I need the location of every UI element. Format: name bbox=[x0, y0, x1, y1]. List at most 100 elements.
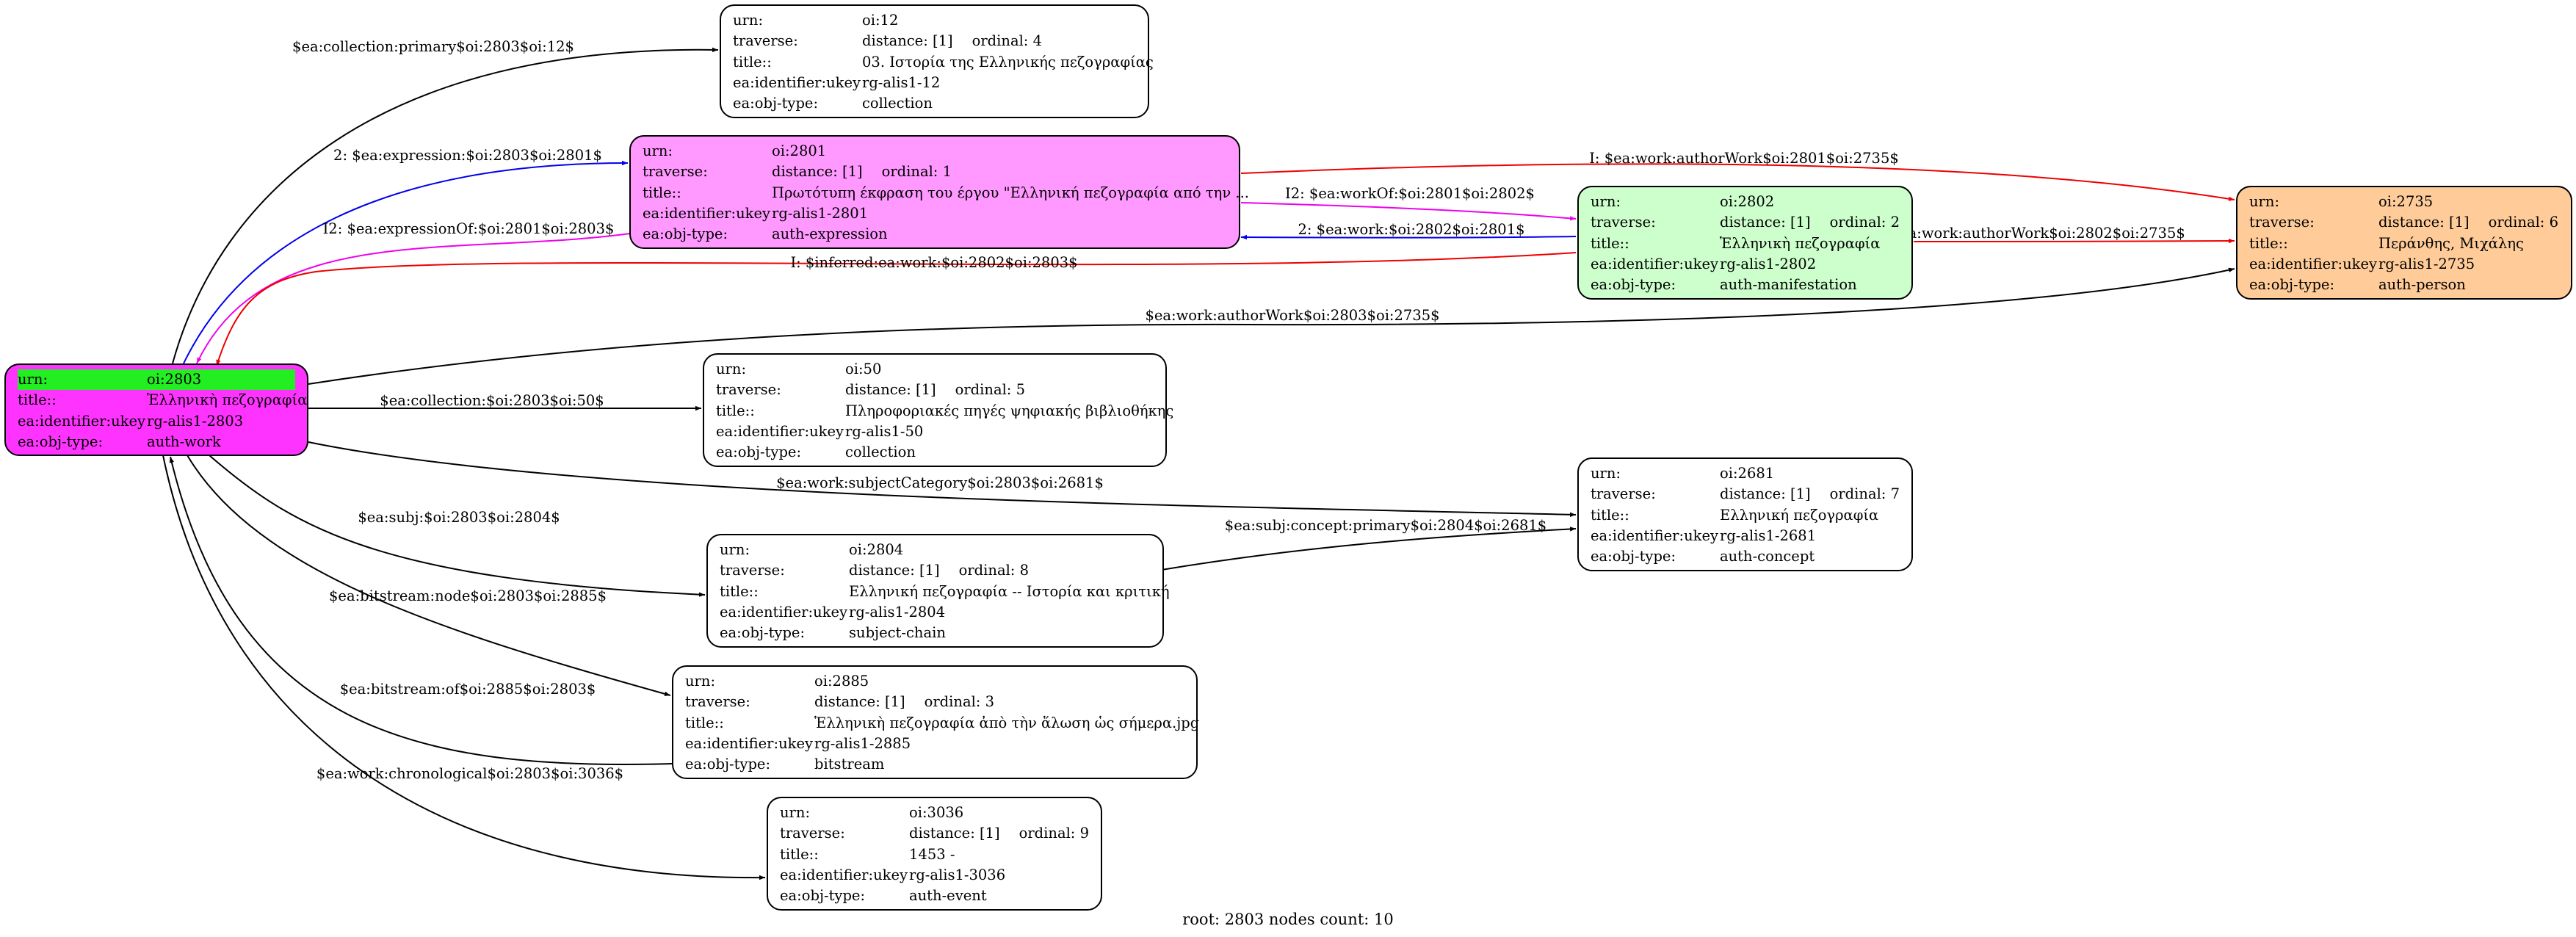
node-key: ea:identifier:ukey bbox=[720, 603, 847, 621]
node-urn: oi:50 bbox=[845, 361, 882, 377]
node-urn: oi:2804 bbox=[849, 541, 904, 558]
node-ukey: rg-alis1-3036 bbox=[909, 866, 1006, 883]
node-ordinal: ordinal: 1 bbox=[881, 163, 952, 181]
node-title-row: title::Ἑλληνικὴ πεζογραφία bbox=[18, 390, 307, 410]
node-key: traverse: bbox=[685, 693, 750, 711]
node-2801[interactable]: urn:oi:2801 traverse:distance: [1]ordina… bbox=[629, 135, 1249, 249]
edge-label: $ea:collection:primary$oi:2803$oi:12$ bbox=[292, 38, 574, 55]
edge-label: $ea:work:subjectCategory$oi:2803$oi:2681… bbox=[776, 474, 1104, 491]
edge-expression: 2: $ea:expression:$oi:2803$oi:2801$ bbox=[183, 147, 629, 364]
node-key: ea:obj-type: bbox=[733, 95, 819, 112]
node-title: Ελληνική πεζογραφία bbox=[1720, 506, 1879, 524]
node-key: title:: bbox=[18, 391, 57, 409]
node-distance: distance: [1] bbox=[2378, 214, 2470, 231]
node-title: Πληροφοριακές πηγές ψηφιακής βιβλιοθήκης bbox=[845, 402, 1174, 419]
node-distance: distance: [1] bbox=[909, 825, 1000, 842]
edge-label: $ea:bitstream:of$oi:2885$oi:2803$ bbox=[340, 681, 596, 698]
node-key: title:: bbox=[716, 402, 755, 419]
node-50[interactable]: urn:oi:50 traverse:distance: [1]ordinal:… bbox=[703, 353, 1173, 467]
node-objtype: auth-work bbox=[147, 433, 221, 450]
node-traverse: distance: [1]ordinal: 1 bbox=[772, 162, 952, 182]
edge-label: $ea:subj:$oi:2803$oi:2804$ bbox=[358, 509, 560, 526]
node-ukey: rg-alis1-2804 bbox=[849, 603, 946, 621]
edge-label: $ea:work:chronological$oi:2803$oi:3036$ bbox=[316, 765, 623, 782]
node-title: 1453 - bbox=[909, 845, 955, 863]
node-urn: oi:3036 bbox=[909, 804, 964, 821]
edge-chronological: $ea:work:chronological$oi:2803$oi:3036$ bbox=[162, 455, 766, 880]
node-key: title:: bbox=[2249, 234, 2288, 252]
node-key: urn: bbox=[18, 371, 48, 388]
edge-work: 2: $ea:work:$oi:2802$oi:2801$ bbox=[1240, 221, 1577, 240]
node-traverse: distance: [1]ordinal: 9 bbox=[909, 823, 1089, 844]
node-key: traverse: bbox=[733, 32, 798, 50]
edge-collection-primary: $ea:collection:primary$oi:2803$oi:12$ bbox=[172, 38, 719, 364]
node-2803-root[interactable]: urn: oi:2803 title::Ἑλληνικὴ πεζογραφία e… bbox=[4, 363, 308, 456]
edge-subj: $ea:subj:$oi:2803$oi:2804$ bbox=[209, 455, 706, 597]
node-title: Ελληνική πεζογραφία -- Ιστορία και κριτι… bbox=[849, 582, 1170, 600]
node-ukey: rg-alis1-2803 bbox=[147, 412, 244, 430]
node-key: ea:identifier:ukey bbox=[643, 204, 770, 222]
node-key: urn: bbox=[685, 673, 716, 690]
node-urn: oi:2735 bbox=[2378, 193, 2434, 210]
node-key: ea:identifier:ukey bbox=[18, 412, 145, 430]
node-2735[interactable]: urn:oi:2735 traverse:distance: [1]ordina… bbox=[2236, 186, 2572, 300]
node-traverse: distance: [1] ordinal: 4 bbox=[862, 31, 1042, 51]
edge-label: I2: $ea:expressionOf:$oi:2801$oi:2803$ bbox=[323, 220, 615, 237]
node-key: urn: bbox=[643, 142, 673, 159]
node-objtype: collection bbox=[845, 444, 916, 461]
node-distance: distance: [1] bbox=[814, 693, 905, 711]
node-2885[interactable]: urn:oi:2885 traverse:distance: [1]ordina… bbox=[672, 665, 1200, 779]
node-key: ea:obj-type: bbox=[18, 433, 104, 450]
node-key: title:: bbox=[685, 714, 724, 731]
node-ukey: rg-alis1-2681 bbox=[1720, 527, 1817, 544]
node-urn: oi:2885 bbox=[814, 673, 869, 690]
node-distance: distance: [1] bbox=[862, 32, 953, 50]
node-key: ea:obj-type: bbox=[643, 225, 728, 243]
node-key: title:: bbox=[1591, 234, 1629, 252]
edge-author-work-2803: $ea:work:authorWork$oi:2803$oi:2735$ bbox=[308, 267, 2235, 385]
node-key: ea:identifier:ukey bbox=[716, 422, 844, 440]
node-title: Ἑλληνικὴ πεζογραφία bbox=[147, 391, 308, 409]
node-distance: distance: [1] bbox=[1720, 214, 1811, 231]
node-key: urn: bbox=[720, 541, 750, 558]
edge-label: $ea:collection:$oi:2803$oi:50$ bbox=[380, 392, 604, 409]
node-key: urn: bbox=[733, 12, 764, 29]
edge-label: 2: $ea:expression:$oi:2803$oi:2801$ bbox=[333, 147, 602, 164]
node-key: urn: bbox=[1591, 193, 1621, 210]
edge-bitstream-node: $ea:bitstream:node$oi:2803$oi:2885$ bbox=[187, 455, 671, 696]
node-title: Πρωτότυπη έκφραση του έργου "Ελληνική πε… bbox=[772, 184, 1249, 201]
node-2804[interactable]: urn:oi:2804 traverse:distance: [1]ordina… bbox=[706, 534, 1170, 648]
node-ordinal: ordinal: 8 bbox=[958, 562, 1029, 579]
node-urn: oi:2802 bbox=[1720, 193, 1775, 210]
node-ukey: rg-alis1-12 bbox=[862, 73, 941, 91]
node-objtype: auth-expression bbox=[772, 225, 888, 243]
edge-author-work-2802: I: $ea:work:authorWork$oi:2802$oi:2735$ bbox=[1875, 225, 2235, 244]
node-key: ea:obj-type: bbox=[720, 624, 806, 642]
edge-label: $ea:subj:concept:primary$oi:2804$oi:2681… bbox=[1225, 517, 1546, 534]
node-urn-row: urn: oi:2803 bbox=[18, 369, 295, 391]
node-key: ea:identifier:ukey bbox=[1591, 527, 1718, 544]
edge-label: I: $inferred:ea:work:$oi:2802$oi:2803$ bbox=[790, 254, 1077, 271]
node-2681[interactable]: urn:oi:2681 traverse:distance: [1]ordina… bbox=[1577, 457, 1913, 571]
edge-work-of: I2: $ea:workOf:$oi:2801$oi:2802$ bbox=[1240, 185, 1577, 221]
node-title: Ἑλληνικὴ πεζογραφία bbox=[1720, 234, 1881, 252]
node-key: traverse: bbox=[720, 562, 785, 579]
edge-label: 2: $ea:work:$oi:2802$oi:2801$ bbox=[1298, 221, 1524, 238]
node-ukey: rg-alis1-2801 bbox=[772, 204, 869, 222]
node-2802[interactable]: urn:oi:2802 traverse:distance: [1]ordina… bbox=[1577, 186, 1913, 300]
node-key: ea:identifier:ukey bbox=[2249, 255, 2377, 272]
node-ordinal: ordinal: 4 bbox=[972, 32, 1042, 50]
node-title: Ἑλληνικὴ πεζογραφία ἀπὸ τὴν ἅλωση ὡς σήμ… bbox=[814, 714, 1200, 731]
node-12[interactable]: urn:oi:12 traverse:distance: [1]ordinal:… bbox=[720, 4, 1154, 118]
node-urn: oi:2801 bbox=[772, 142, 827, 159]
node-objtype: subject-chain bbox=[849, 624, 946, 642]
node-ukey: rg-alis1-50 bbox=[845, 422, 924, 440]
node-traverse: distance: [1]ordinal: 2 bbox=[1720, 212, 1900, 233]
node-urn: oi:2803 bbox=[147, 371, 202, 388]
node-key: ea:obj-type: bbox=[2249, 276, 2335, 294]
node-key: title:: bbox=[733, 53, 772, 70]
node-ordinal: ordinal: 6 bbox=[2488, 214, 2558, 231]
node-key: ea:identifier:ukey bbox=[733, 73, 861, 91]
node-3036[interactable]: urn:oi:3036 traverse:distance: [1]ordina… bbox=[767, 797, 1102, 911]
